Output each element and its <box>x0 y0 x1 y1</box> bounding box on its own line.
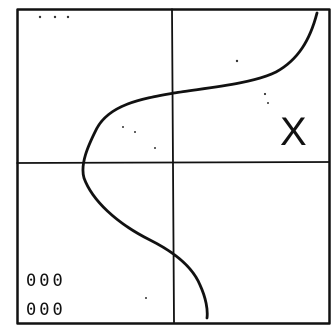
dots-row-2: 000 <box>26 300 66 320</box>
outer-border <box>16 8 331 325</box>
dots-row-1: 000 <box>26 271 66 291</box>
specks <box>38 15 269 299</box>
vertical-divider <box>171 8 175 323</box>
x-marker: X <box>280 110 307 154</box>
drawn-curve <box>81 11 319 320</box>
horizontal-divider <box>16 161 330 164</box>
